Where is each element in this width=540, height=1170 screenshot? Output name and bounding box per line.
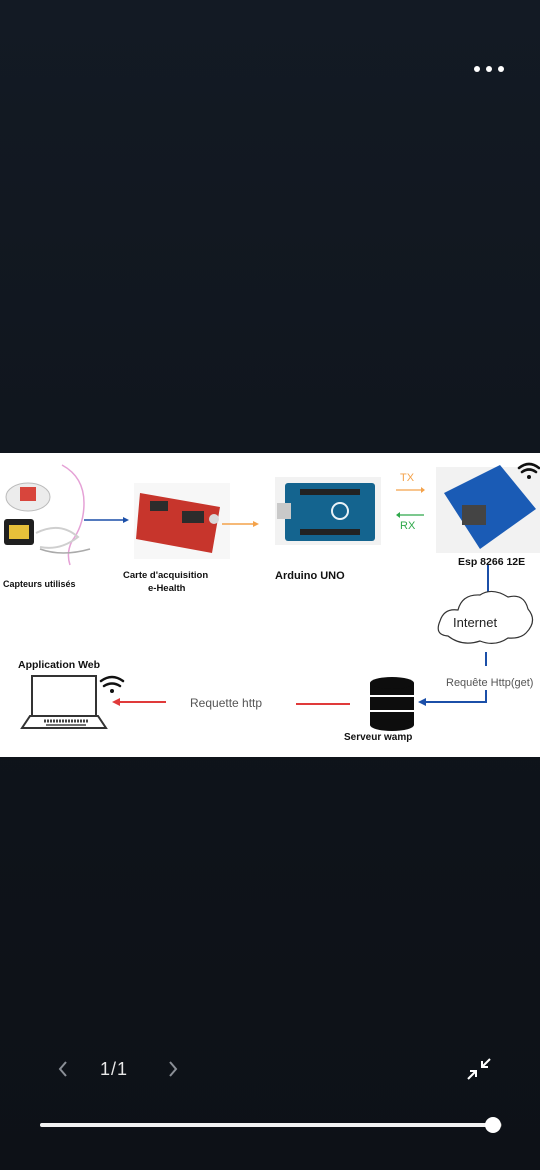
sensor-to-board-arrow <box>84 517 129 523</box>
server-to-app-arrow <box>112 698 350 706</box>
http-get-label: Requête Http(get) <box>446 677 534 689</box>
sensors-image <box>4 464 91 566</box>
chevron-left-icon <box>58 1061 67 1077</box>
esp-label: Esp 8266 12E <box>458 556 526 568</box>
arduino-uno-image <box>275 477 381 545</box>
previous-button[interactable] <box>52 1056 76 1082</box>
cloud-shape <box>437 590 534 644</box>
image-viewer[interactable]: Capteurs utilisés Carte d'acquisition e-… <box>0 453 540 757</box>
progress-thumb[interactable] <box>484 1117 501 1133</box>
pager-nav: 1/1 <box>0 1056 540 1082</box>
progress-slider[interactable] <box>40 1117 502 1133</box>
arduino-label: Arduino UNO <box>275 570 345 582</box>
internet-label: Internet <box>453 615 498 630</box>
rx-label: RX <box>400 520 416 532</box>
more-options-button[interactable] <box>474 62 504 76</box>
next-button[interactable] <box>162 1056 186 1082</box>
exit-fullscreen-icon <box>467 1058 491 1080</box>
eh-board-label: Carte d'acquisition <box>123 570 209 581</box>
chevron-right-icon <box>169 1061 178 1077</box>
http-request-label: Requette http <box>190 696 263 710</box>
tx-rx-arrows <box>396 487 425 518</box>
board-to-arduino-arrow <box>222 521 259 527</box>
progress-fill <box>40 1123 493 1127</box>
server-label: Serveur wamp <box>344 732 413 743</box>
esp8266-image <box>436 465 540 553</box>
laptop-icon <box>20 675 108 729</box>
wifi-icon <box>517 462 540 479</box>
more-dot <box>474 66 480 72</box>
sensors-label: Capteurs utilisés <box>3 579 76 589</box>
more-dot <box>498 66 504 72</box>
page-counter: 1/1 <box>100 1059 129 1079</box>
http-get-arrow <box>418 690 487 706</box>
tx-label: TX <box>400 472 415 484</box>
more-dot <box>486 66 492 72</box>
eh-board-label-2: e-Health <box>148 583 186 594</box>
database-icon <box>370 677 414 731</box>
wifi-icon <box>99 675 125 693</box>
web-app-label: Application Web <box>18 659 101 671</box>
eh-board-image <box>134 483 230 559</box>
exit-fullscreen-button[interactable] <box>466 1057 492 1081</box>
architecture-diagram <box>4 462 540 731</box>
